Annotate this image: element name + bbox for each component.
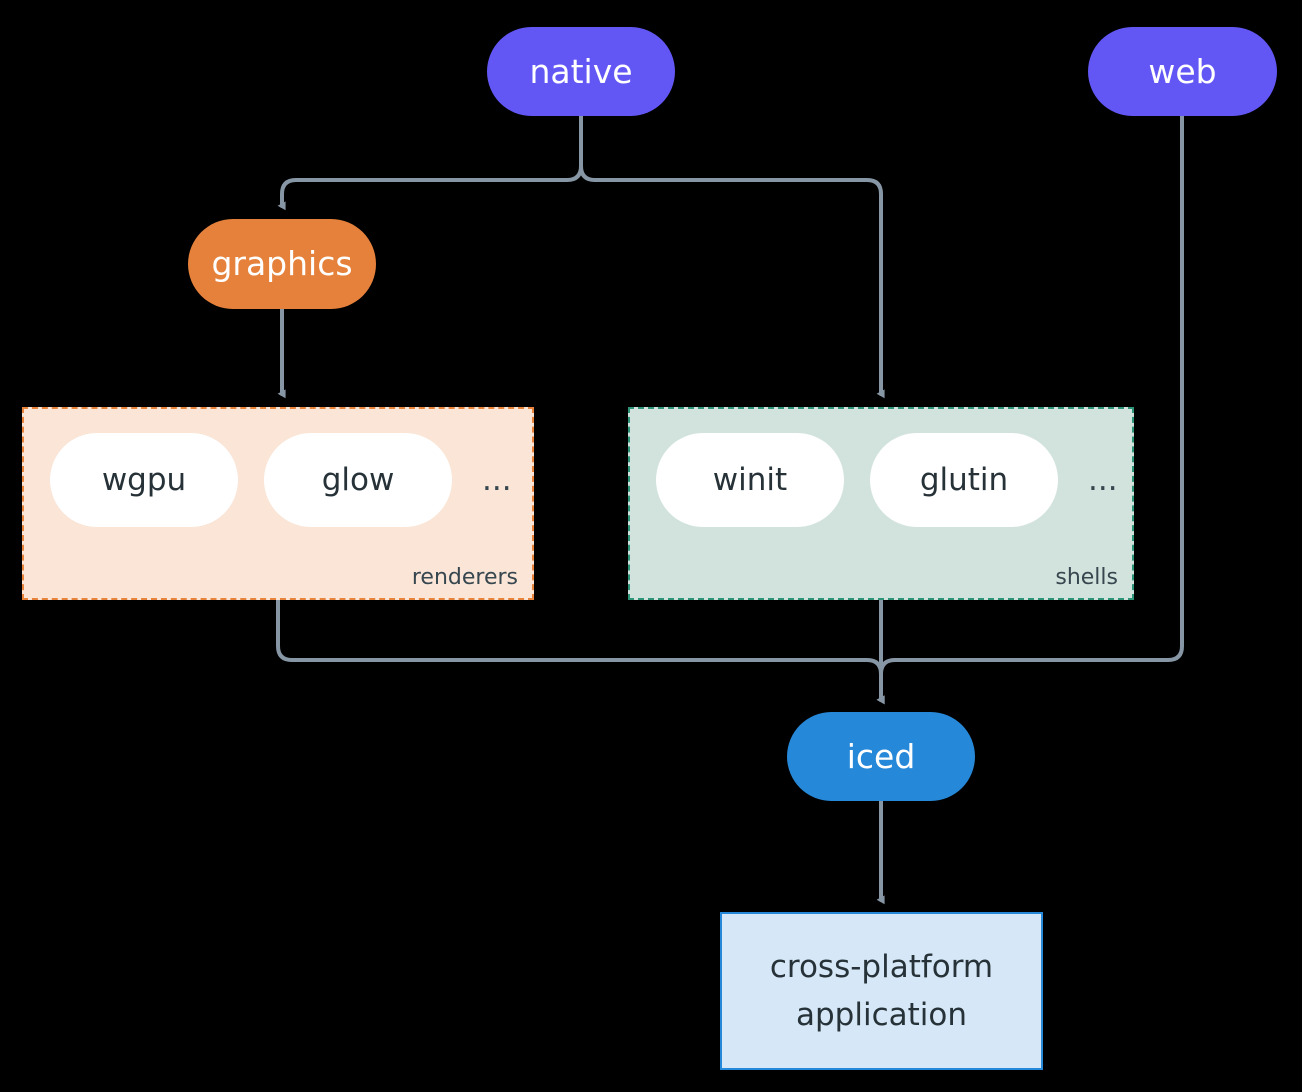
node-graphics[interactable]: graphics bbox=[188, 219, 376, 309]
node-native-label: native bbox=[529, 51, 633, 91]
chip-glow[interactable]: glow bbox=[264, 433, 452, 527]
group-renderers: wgpu glow ... renderers bbox=[22, 407, 534, 600]
renderers-ellipsis-label: ... bbox=[482, 462, 512, 498]
group-shells-items: winit glutin ... bbox=[656, 433, 1122, 527]
chip-glow-label: glow bbox=[321, 462, 395, 498]
node-native[interactable]: native bbox=[487, 27, 675, 116]
chip-winit-label: winit bbox=[712, 462, 788, 498]
node-graphics-label: graphics bbox=[211, 244, 353, 284]
node-web[interactable]: web bbox=[1088, 27, 1277, 116]
edge-renderers-to-iced bbox=[276, 598, 885, 705]
node-iced[interactable]: iced bbox=[787, 712, 975, 801]
group-renderers-items: wgpu glow ... bbox=[50, 433, 516, 527]
node-web-label: web bbox=[1148, 51, 1217, 91]
shells-ellipsis: ... bbox=[1084, 433, 1122, 527]
node-cross-platform-application[interactable]: cross-platform application bbox=[720, 912, 1043, 1070]
chip-glutin[interactable]: glutin bbox=[870, 433, 1058, 527]
chip-winit[interactable]: winit bbox=[656, 433, 844, 527]
chip-glutin-label: glutin bbox=[919, 462, 1009, 498]
group-renderers-label: renderers bbox=[411, 565, 518, 590]
chip-wgpu-label: wgpu bbox=[101, 462, 187, 498]
group-shells: winit glutin ... shells bbox=[628, 407, 1134, 600]
chip-wgpu[interactable]: wgpu bbox=[50, 433, 238, 527]
edge-native-to-shells bbox=[579, 114, 885, 399]
renderers-ellipsis: ... bbox=[478, 433, 516, 527]
group-shells-label: shells bbox=[1055, 565, 1118, 590]
node-application-label-line2: application bbox=[796, 997, 967, 1033]
node-iced-label: iced bbox=[846, 736, 916, 776]
edge-native-to-graphics bbox=[277, 114, 583, 211]
shells-ellipsis-label: ... bbox=[1088, 462, 1118, 498]
node-application-label-line1: cross-platform bbox=[769, 948, 994, 985]
